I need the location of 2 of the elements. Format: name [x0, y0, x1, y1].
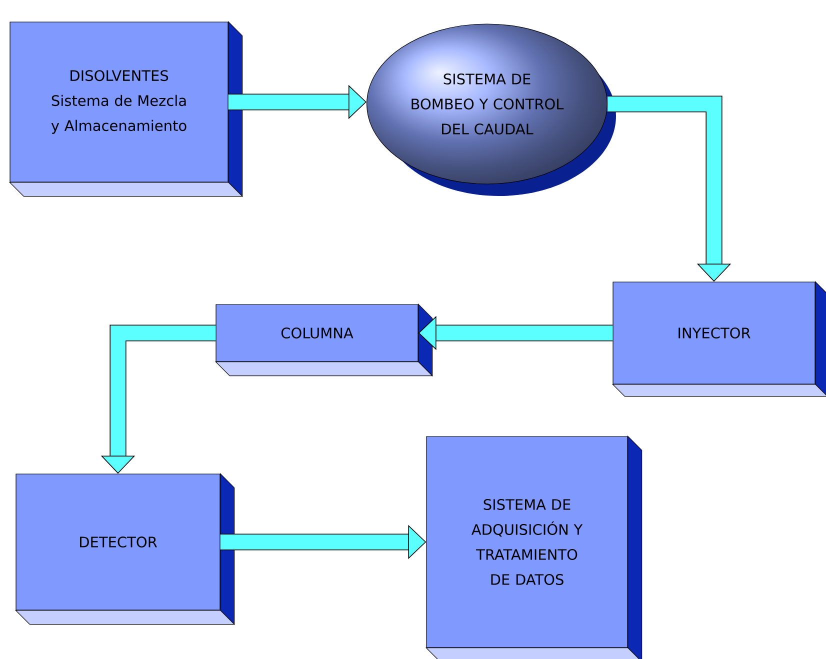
ellipse-node: SISTEMA DE BOMBEO Y CONTROL DEL CAUDAL: [366, 24, 616, 196]
arrow: [608, 96, 732, 282]
